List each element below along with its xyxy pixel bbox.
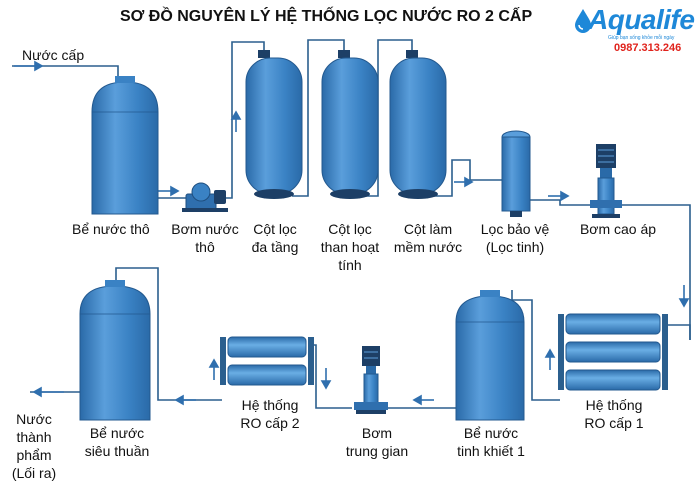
pipe-carbon-to-softener (362, 39, 413, 197)
carbon-filter-column (321, 50, 379, 199)
pipe-inlet (12, 65, 119, 80)
pipe-midpump-to-ro2 (310, 344, 352, 409)
flow-arrow-icon (320, 368, 332, 390)
label-line: tính (338, 257, 362, 273)
flow-arrow-icon (544, 348, 556, 370)
multimedia-filter-column (245, 50, 303, 199)
ro-stage-2 (220, 336, 314, 386)
label-line: thành (16, 429, 52, 445)
flow-arrow-icon (548, 190, 570, 202)
label-line: RO cấp 1 (584, 415, 644, 431)
label-line: Lọc bảo vệ (480, 221, 550, 237)
label-line: (Lọc tinh) (485, 239, 545, 255)
logo-phone: 0987.313.246 (614, 42, 682, 54)
label-pure-tank-1: Bể nước tinh khiết 1 (446, 424, 536, 460)
label-line: đa tầng (251, 239, 299, 255)
label-ro-stage-1: Hệ thống RO cấp 1 (574, 396, 654, 432)
pipe-to-ro1 (664, 324, 691, 340)
label-inlet: Nước cấp (22, 46, 84, 64)
label-line: Cột lọc (328, 221, 372, 237)
label-line: Hệ thống (585, 397, 643, 413)
label-raw-pump: Bơm nước thô (168, 220, 242, 256)
pipe-multimedia-to-carbon (292, 39, 345, 197)
label-line: Hệ thống (241, 397, 299, 413)
raw-water-tank (91, 76, 159, 215)
label-line: Nước cấp (22, 47, 85, 63)
label-line: tinh khiết 1 (457, 443, 525, 459)
flow-arrow-icon (158, 185, 180, 197)
label-line: Bể nước (89, 425, 145, 441)
raw-pump (182, 182, 228, 212)
pure-water-tank-1 (455, 290, 525, 421)
label-line: Bơm nước (171, 221, 239, 237)
softener-column (389, 50, 447, 199)
logo-slogan: Giúp bạn sống khỏe mỗi ngày (608, 35, 675, 41)
flow-arrow-icon (412, 394, 434, 406)
flow-arrow-icon (208, 358, 220, 380)
label-carbon-column: Cột lọc than hoạt tính (312, 220, 388, 274)
intermediate-pump (354, 346, 388, 414)
label-cartridge-filter: Lọc bảo vệ (Lọc tinh) (474, 220, 556, 256)
flow-arrows (14, 60, 690, 406)
logo-name: Aqualife (588, 4, 695, 35)
label-line: mềm nước (393, 239, 463, 255)
label-outlet: Nước thành phẩm (Lối ra) (4, 410, 64, 482)
flow-arrow-icon (174, 394, 196, 406)
label-ro-stage-2: Hệ thống RO cấp 2 (228, 396, 312, 432)
label-multimedia-column: Cột lọc đa tầng (246, 220, 304, 256)
label-line: siêu thuần (84, 443, 150, 459)
label-line: trung gian (345, 443, 409, 459)
ultra-pure-tank (79, 280, 151, 421)
label-intermediate-pump: Bơm trung gian (334, 424, 420, 460)
label-line: thô (195, 239, 215, 255)
label-line: phẩm (16, 447, 52, 463)
aqualife-logo: Aqualife Giúp bạn sống khỏe mỗi ngày 098… (574, 4, 698, 62)
flow-arrow-icon (32, 386, 64, 398)
pipe-hppump-down (618, 204, 691, 340)
label-line: Bể nước thô (72, 221, 150, 237)
label-line: Bơm cao áp (579, 221, 657, 237)
label-line: Bể nước (463, 425, 519, 441)
pipe-cartridge-to-hppump (530, 199, 590, 206)
cartridge-filter (501, 130, 531, 217)
ro-stage-1 (558, 313, 668, 391)
pipe-pump-to-multimedia (222, 41, 265, 199)
pipe-ro1-to-tank1 (511, 290, 560, 401)
label-ultra-pure-tank: Bể nước siêu thuần (74, 424, 160, 460)
label-high-pressure-pump: Bơm cao áp (570, 220, 666, 238)
high-pressure-pump (590, 144, 622, 218)
flow-arrow-icon (678, 285, 690, 308)
diagram-title: SƠ ĐỒ NGUYÊN LÝ HỆ THỐNG LỌC NƯỚC RO 2 C… (120, 8, 533, 25)
label-line: Cột làm (403, 221, 453, 237)
label-line: Nước (16, 411, 52, 427)
label-raw-tank: Bể nước thô (72, 220, 150, 238)
label-line: Bơm (361, 425, 393, 441)
pipe-softener-to-cartridge (432, 159, 502, 197)
flow-arrow-icon (14, 60, 44, 72)
label-line: (Lối ra) (11, 465, 57, 481)
flow-arrow-icon (454, 176, 474, 188)
label-line: RO cấp 2 (240, 415, 300, 431)
label-softener-column: Cột làm mềm nước (390, 220, 466, 256)
water-drop-logo-icon (575, 9, 591, 33)
label-line: than hoạt (320, 239, 380, 255)
flow-arrow-icon (230, 110, 242, 132)
label-line: Cột lọc (253, 221, 297, 237)
